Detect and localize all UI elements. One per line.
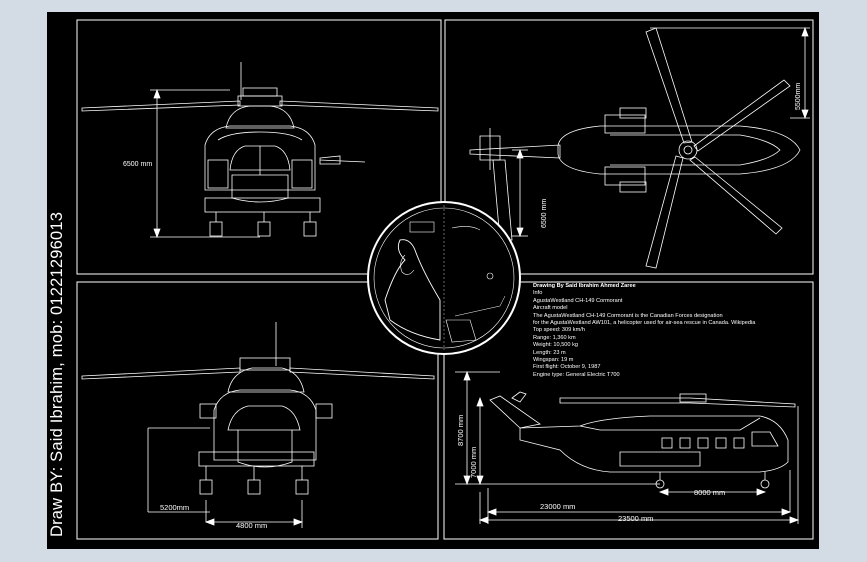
info-line: Top speed: 309 km/h [533,327,585,334]
panel-front-bottom [76,281,439,540]
dim-side-lower-height: 7000 mm [469,447,478,478]
panel-front-top [76,19,442,275]
top-view [469,26,810,269]
info-line: AgustaWestland CH-149 Cormorant [533,297,623,304]
info-line: Range: 1,360 km [533,334,576,341]
dim-side-fuselage-length: 23000 mm [540,502,575,511]
front-view-lower [81,322,435,528]
dim-top-view-height: 6500 mm [541,199,548,228]
info-line: Wingspan: 19 m [533,357,574,364]
side-view [455,370,800,524]
info-line: Aircraft model [533,305,568,312]
info-line: Weight: 10,500 kg [533,342,578,349]
dim-side-upper-height: 8700 mm [456,415,465,446]
dim-front-bottom-track: 4800 mm [236,521,267,530]
dim-front-top-height: 6500 mm [123,161,152,168]
info-line: Info [533,290,543,297]
dim-side-overall-length: 23500 mm [618,514,653,523]
front-view-upper [81,62,439,239]
info-line: First flight: October 9, 1987 [533,364,601,371]
info-line: Length: 23 m [533,349,566,356]
author-title-block: Draw BY: Said Ibrahim, mob: 01221296013 [48,211,66,537]
panel-side-view [443,281,814,540]
author-portrait [367,201,521,355]
info-line: Drawing By Said Ibrahim Ahmed Zaree [533,283,636,289]
info-line: The AgustaWestland CH-149 Cormorant is t… [533,312,723,319]
info-line: for the AgustaWestland AW101, a helicopt… [533,320,756,327]
panel-top-view [444,19,814,275]
dim-side-wheelbase: 8000 mm [694,488,725,497]
info-line: Engine type: General Electric T700 [533,371,620,378]
dim-front-bottom-left: 5200mm [160,503,189,512]
dim-top-view-rotor: 5500mm [795,83,802,110]
